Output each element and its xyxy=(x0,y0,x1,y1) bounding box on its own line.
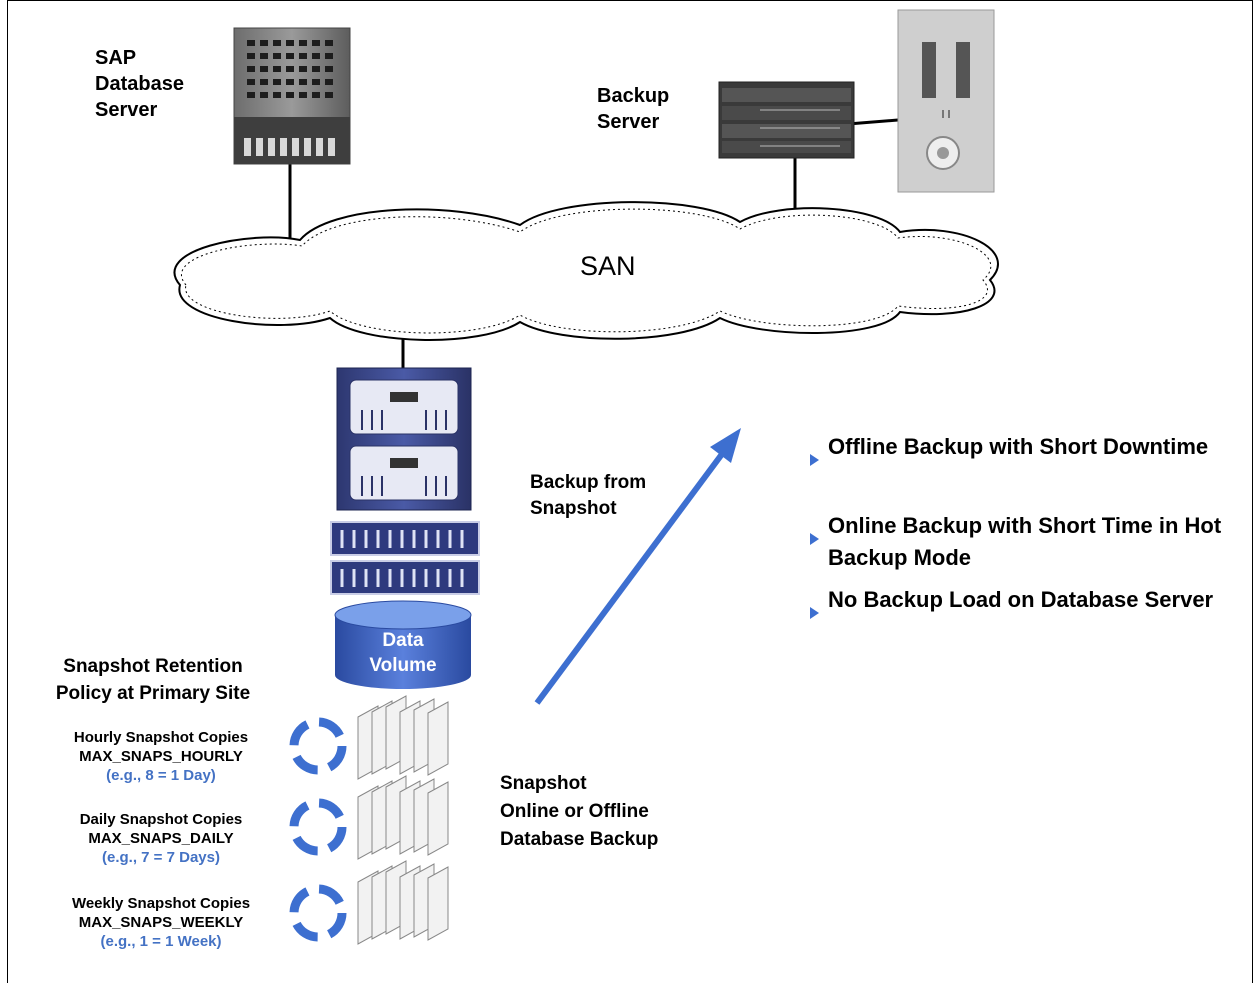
retention-name: Weekly Snapshot Copies xyxy=(71,895,251,912)
retention-title: Snapshot Retention Policy at Primary Sit… xyxy=(55,656,251,704)
snapshot-stack-icon xyxy=(357,695,449,780)
cycle-icon xyxy=(289,798,347,856)
bullet-arrow-icon xyxy=(810,431,828,475)
benefit-item: Offline Backup with Short Downtime xyxy=(810,431,1230,475)
retention-example: (e.g., 7 = 7 Days) xyxy=(102,849,220,866)
retention-name: Daily Snapshot Copies xyxy=(79,811,243,828)
data-volume-cylinder xyxy=(334,600,472,689)
retention-daily: Daily Snapshot Copies MAX_SNAPS_DAILY (e… xyxy=(28,810,294,867)
cycle-icon xyxy=(289,717,347,775)
benefit-text: No Backup Load on Database Server xyxy=(828,587,1214,612)
backup-arrow xyxy=(534,428,741,705)
retention-weekly: Weekly Snapshot Copies MAX_SNAPS_WEEKLY … xyxy=(28,894,294,951)
storage-array-icon xyxy=(330,367,480,595)
snapshot-stack-icon xyxy=(357,860,449,945)
snapshot-stack-icon xyxy=(357,775,449,860)
retention-example: (e.g., 8 = 1 Day) xyxy=(106,767,216,784)
retention-param: MAX_SNAPS_HOURLY xyxy=(79,748,243,765)
benefit-item: No Backup Load on Database Server xyxy=(810,584,1230,628)
retention-hourly: Hourly Snapshot Copies MAX_SNAPS_HOURLY … xyxy=(28,728,294,785)
data-volume-label: Data Volume xyxy=(369,630,437,676)
rack-server-icon xyxy=(718,81,855,159)
retention-param: MAX_SNAPS_DAILY xyxy=(88,830,234,847)
snapshot-backup-label: Snapshot Online or Offline Database Back… xyxy=(500,773,659,850)
benefit-text: Offline Backup with Short Downtime xyxy=(828,434,1209,459)
server-icon xyxy=(233,27,351,165)
retention-name: Hourly Snapshot Copies xyxy=(73,729,249,746)
backup-from-snapshot-label: Backup from Snapshot xyxy=(530,472,647,519)
san-label: SAN xyxy=(580,251,636,281)
benefit-item: Online Backup with Short Time in Hot Bac… xyxy=(810,510,1230,574)
retention-param: MAX_SNAPS_WEEKLY xyxy=(78,914,244,931)
bullet-arrow-icon xyxy=(810,584,828,628)
cycle-icon xyxy=(289,884,347,942)
backup-server-label: Backup Server xyxy=(597,85,670,133)
sap-server-label: SAP Database Server xyxy=(95,47,184,121)
retention-example: (e.g., 1 = 1 Week) xyxy=(100,933,222,950)
diagram-frame xyxy=(7,0,1253,983)
benefit-text: Online Backup with Short Time in Hot Bac… xyxy=(828,513,1222,570)
tape-library-icon xyxy=(897,9,995,193)
bullet-arrow-icon xyxy=(810,510,828,574)
san-cloud xyxy=(173,201,999,341)
